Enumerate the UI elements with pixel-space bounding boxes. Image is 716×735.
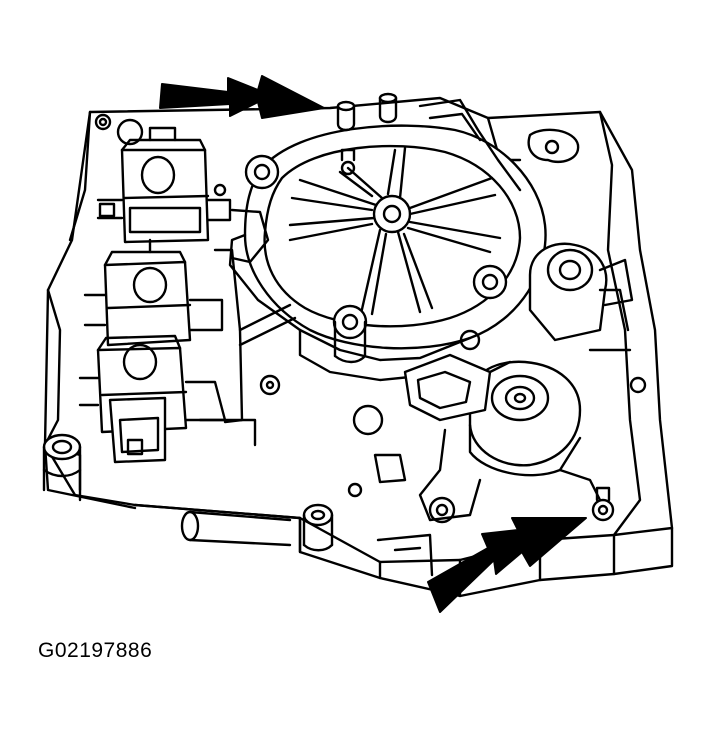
pressure-control-solenoid	[403, 353, 615, 524]
solenoid-lower	[78, 334, 227, 464]
plate-hole	[352, 404, 384, 436]
pump-housing	[228, 92, 547, 382]
solenoid-upper	[96, 126, 232, 244]
plate-hole	[629, 376, 647, 394]
solenoid-middle	[83, 238, 224, 347]
figure-id-label: G02197886	[38, 639, 153, 662]
mounting-hole	[94, 113, 112, 131]
solenoid-bracket	[198, 248, 297, 447]
mounting-hole	[116, 118, 144, 146]
arrow-top-left	[159, 75, 325, 119]
front-fittings	[180, 503, 434, 577]
plate-hole	[259, 374, 281, 396]
arrow-bottom-right	[427, 517, 587, 613]
left-port	[42, 433, 82, 502]
plate-hole	[459, 329, 481, 351]
plate-hole	[213, 183, 227, 197]
plate-hole	[347, 482, 363, 498]
